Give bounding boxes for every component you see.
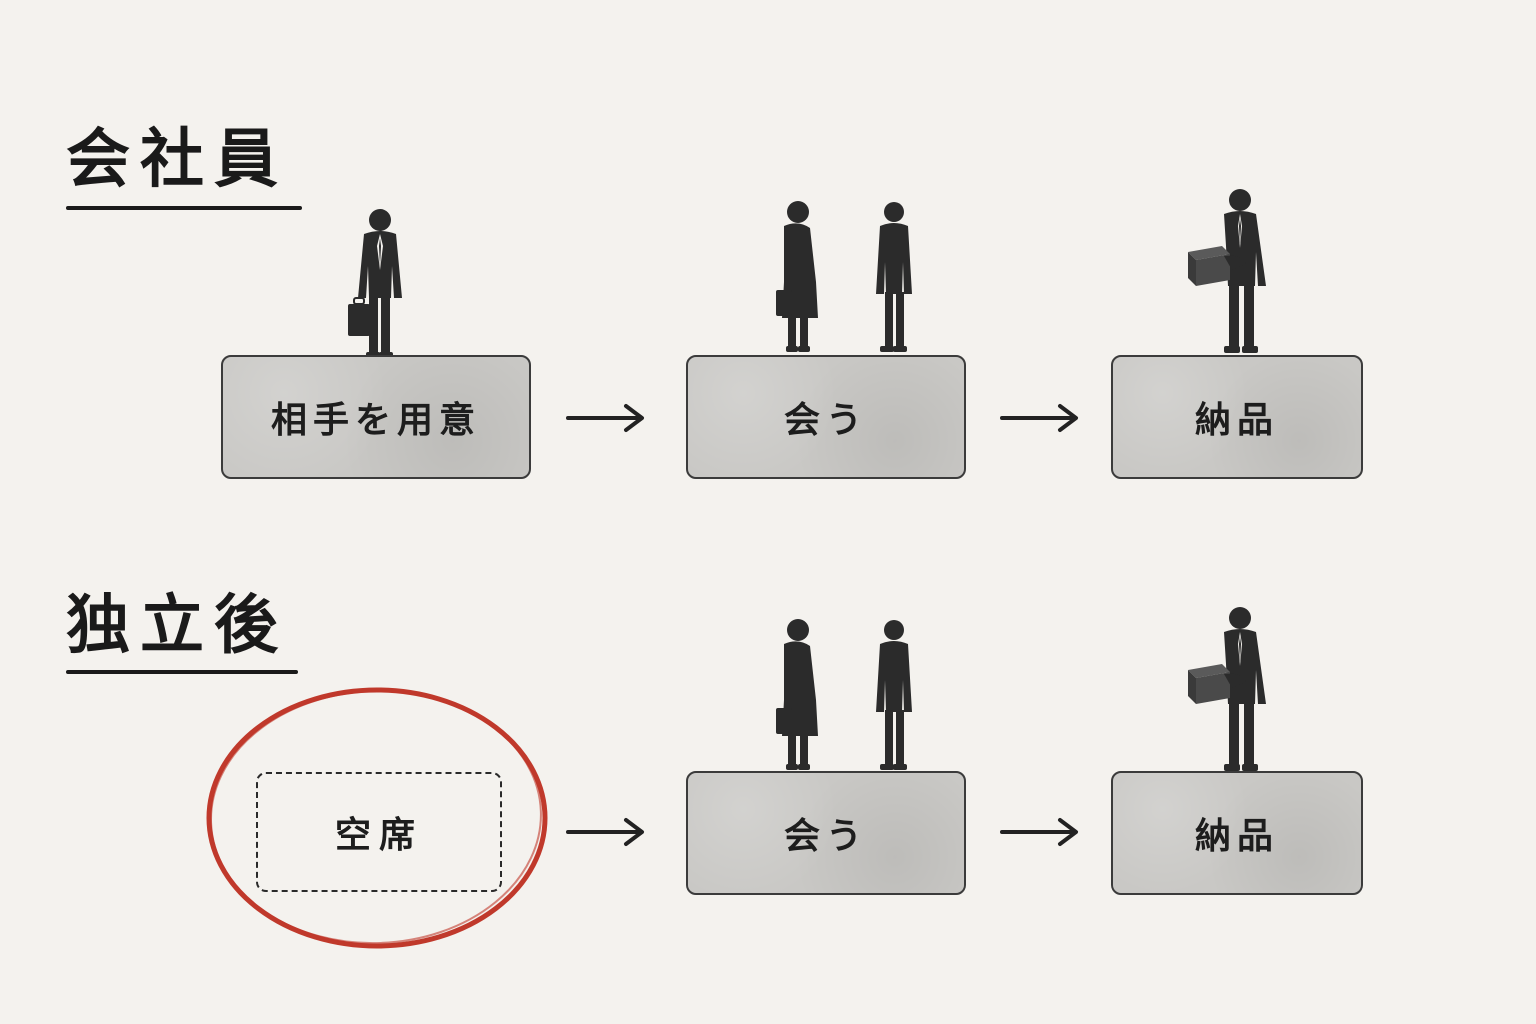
- businessman-with-briefcase-icon: [348, 209, 402, 358]
- section-title-independent: 独立後: [66, 588, 288, 663]
- meeting-people-icon: [776, 619, 912, 770]
- step-box-meet: 会う: [686, 355, 966, 479]
- step-box-meet: 会う: [686, 771, 966, 895]
- meeting-people-icon: [776, 201, 912, 352]
- section-title-underline: [66, 670, 298, 674]
- step-box-deliver: 納品: [1111, 771, 1363, 895]
- step-box-deliver: 納品: [1111, 355, 1363, 479]
- person-holding-box-icon: [1188, 189, 1266, 353]
- step-label: 会う: [783, 815, 868, 857]
- step-label: 納品: [1194, 815, 1279, 857]
- step-label: 納品: [1194, 399, 1279, 441]
- step-label: 相手を用意: [270, 399, 481, 441]
- arrow-right-icon: [566, 404, 644, 432]
- step-label: 空席: [334, 814, 423, 856]
- section-title-employee: 会社員: [66, 122, 288, 197]
- step-label: 会う: [783, 399, 868, 441]
- red-circle-highlight: [206, 687, 548, 949]
- arrow-right-icon: [1000, 404, 1078, 432]
- step-box-empty-seat: 空席: [256, 772, 502, 892]
- section-title-underline: [66, 206, 302, 210]
- arrow-right-icon: [566, 818, 644, 846]
- step-box-prepare-partner: 相手を用意: [221, 355, 531, 479]
- person-holding-box-icon: [1188, 607, 1266, 771]
- arrow-right-icon: [1000, 818, 1078, 846]
